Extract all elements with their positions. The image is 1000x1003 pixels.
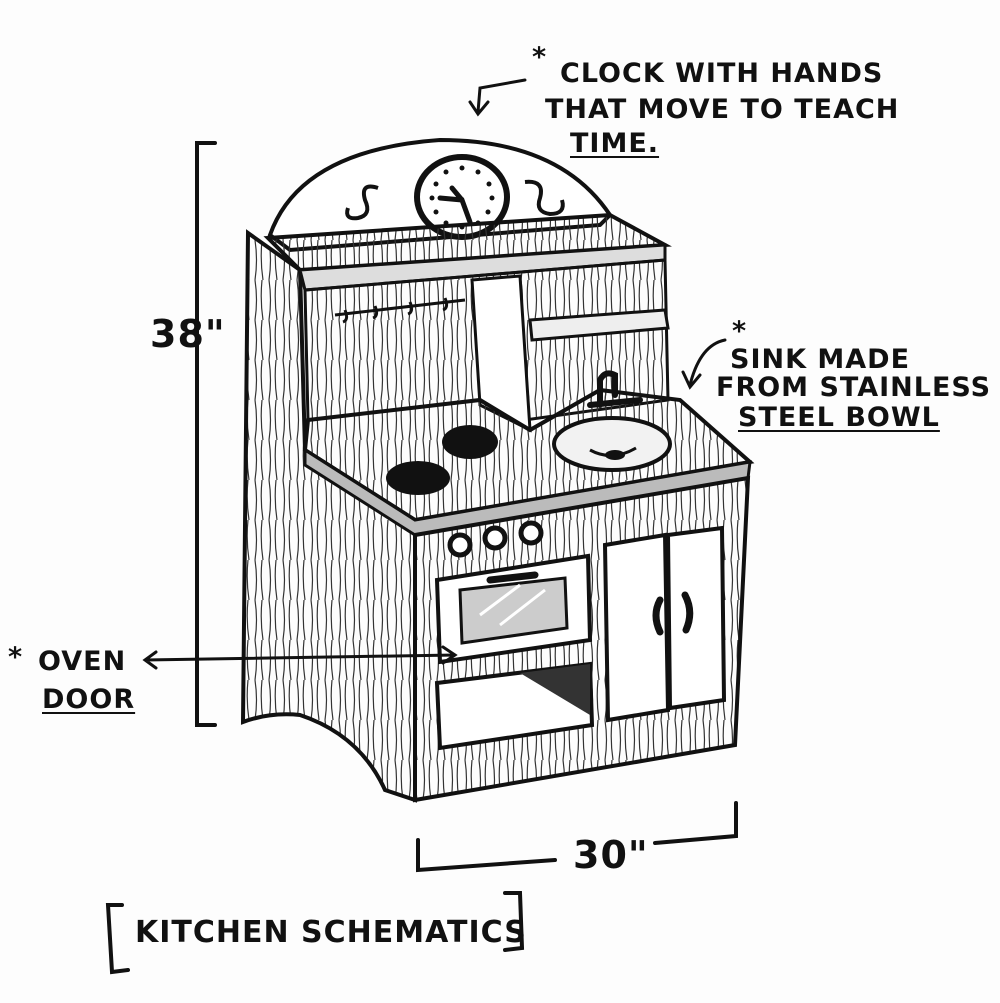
oven-arrow [142,645,458,670]
oven-handle [486,571,539,584]
oven-annotation-marker: * [8,642,24,673]
clock-arrow [468,78,527,117]
height-dimension-line [195,141,217,727]
sink-annotation-line1: SINK MADE [730,344,911,375]
clock-annotation-line1: CLOCK WITH HANDS [560,58,884,89]
sink-annotation-line2: FROM STAINLESS [716,372,992,403]
clock-annotation-marker: * [532,42,548,73]
height-dimension-label: 38" [150,312,226,356]
clock-annotation-line2: THAT MOVE TO TEACH [545,94,900,125]
oven-annotation-line1: OVEN [38,646,127,677]
scroll-decoration-left [345,184,379,221]
burner-back [442,425,498,459]
burner-front [386,461,450,495]
sink-annotation-line3: STEEL BOWL [738,402,940,433]
width-dimension-line [416,801,738,873]
clock-annotation-line3: TIME. [570,128,660,159]
stove-knobs [447,520,544,558]
cabinet-doors [602,525,727,723]
scroll-decoration-right [524,179,565,217]
caption-bracket-right [503,891,525,952]
sink-arrow [681,338,727,390]
oven-door [434,553,593,665]
small-shelf [528,308,670,342]
sink-annotation-marker: * [732,316,748,347]
clock-hands [437,185,473,225]
oven-annotation-line2: DOOR [42,684,136,715]
width-dimension-label: 30" [573,833,649,877]
utensil-hooks [334,297,466,324]
sink-faucet [587,370,643,408]
cabinet-handles [652,591,694,636]
sink-bowl [552,416,672,472]
sketch-caption: KITCHEN SCHEMATICS [135,915,527,950]
caption-bracket-left [105,903,130,975]
